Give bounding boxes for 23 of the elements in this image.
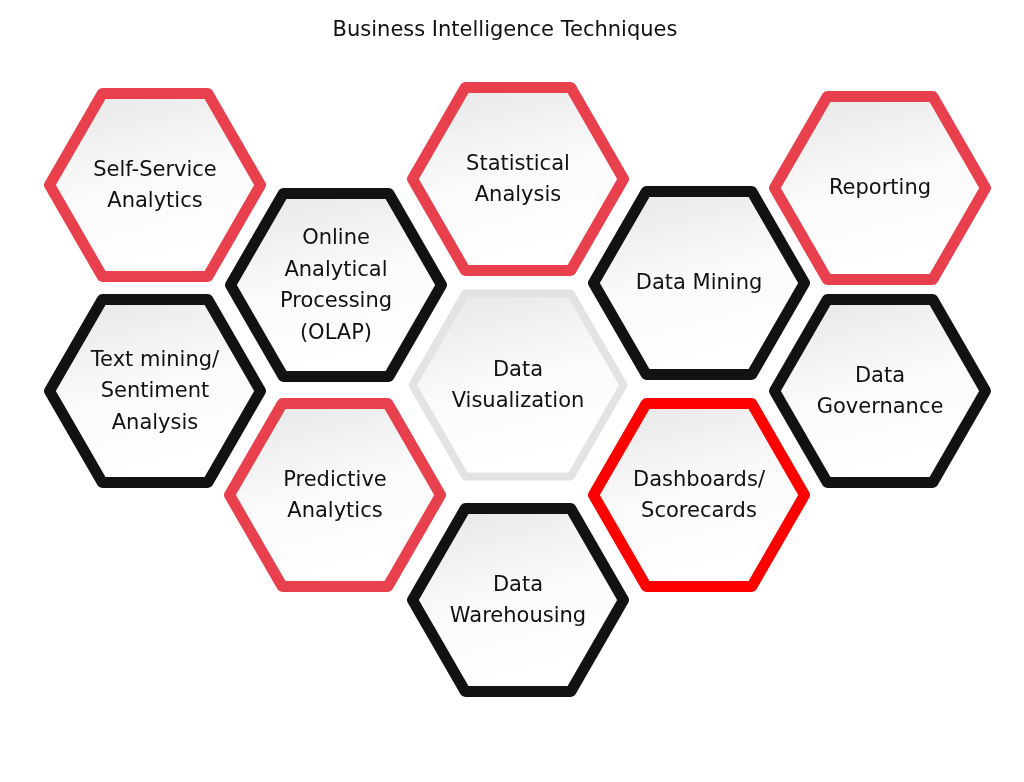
diagram-title: Business Intelligence Techniques: [332, 17, 678, 41]
technique-label: Dashboards/ Scorecards: [632, 465, 766, 524]
hexagon-tile: [225, 188, 447, 382]
hexagon-tile: [407, 503, 629, 697]
technique-label: Statistical Analysis: [465, 149, 571, 208]
technique-label: Data Warehousing: [448, 570, 588, 629]
hexagon-tile: [407, 288, 629, 482]
technique-label: Data Visualization: [450, 355, 586, 414]
technique-label: Online Analytical Processing (OLAP): [278, 224, 394, 346]
technique-label: Data Governance: [815, 361, 945, 420]
technique-label: Predictive Analytics: [282, 465, 388, 524]
hexagon-tile: [224, 398, 446, 592]
technique-label: Reporting: [828, 174, 932, 202]
hexagon-tile: [769, 294, 991, 488]
technique-label: Data Mining: [635, 269, 763, 297]
hexagon-tile: [588, 398, 810, 592]
hexagon-tile: [407, 82, 629, 276]
hexagon-tile: [44, 294, 266, 488]
technique-label: Self-Service Analytics: [92, 155, 218, 214]
hexagon-tile: [769, 91, 991, 285]
hexagon-tile: [44, 88, 266, 282]
technique-label: Text mining/ Sentiment Analysis: [89, 345, 221, 436]
hexagon-tile: [588, 186, 810, 380]
